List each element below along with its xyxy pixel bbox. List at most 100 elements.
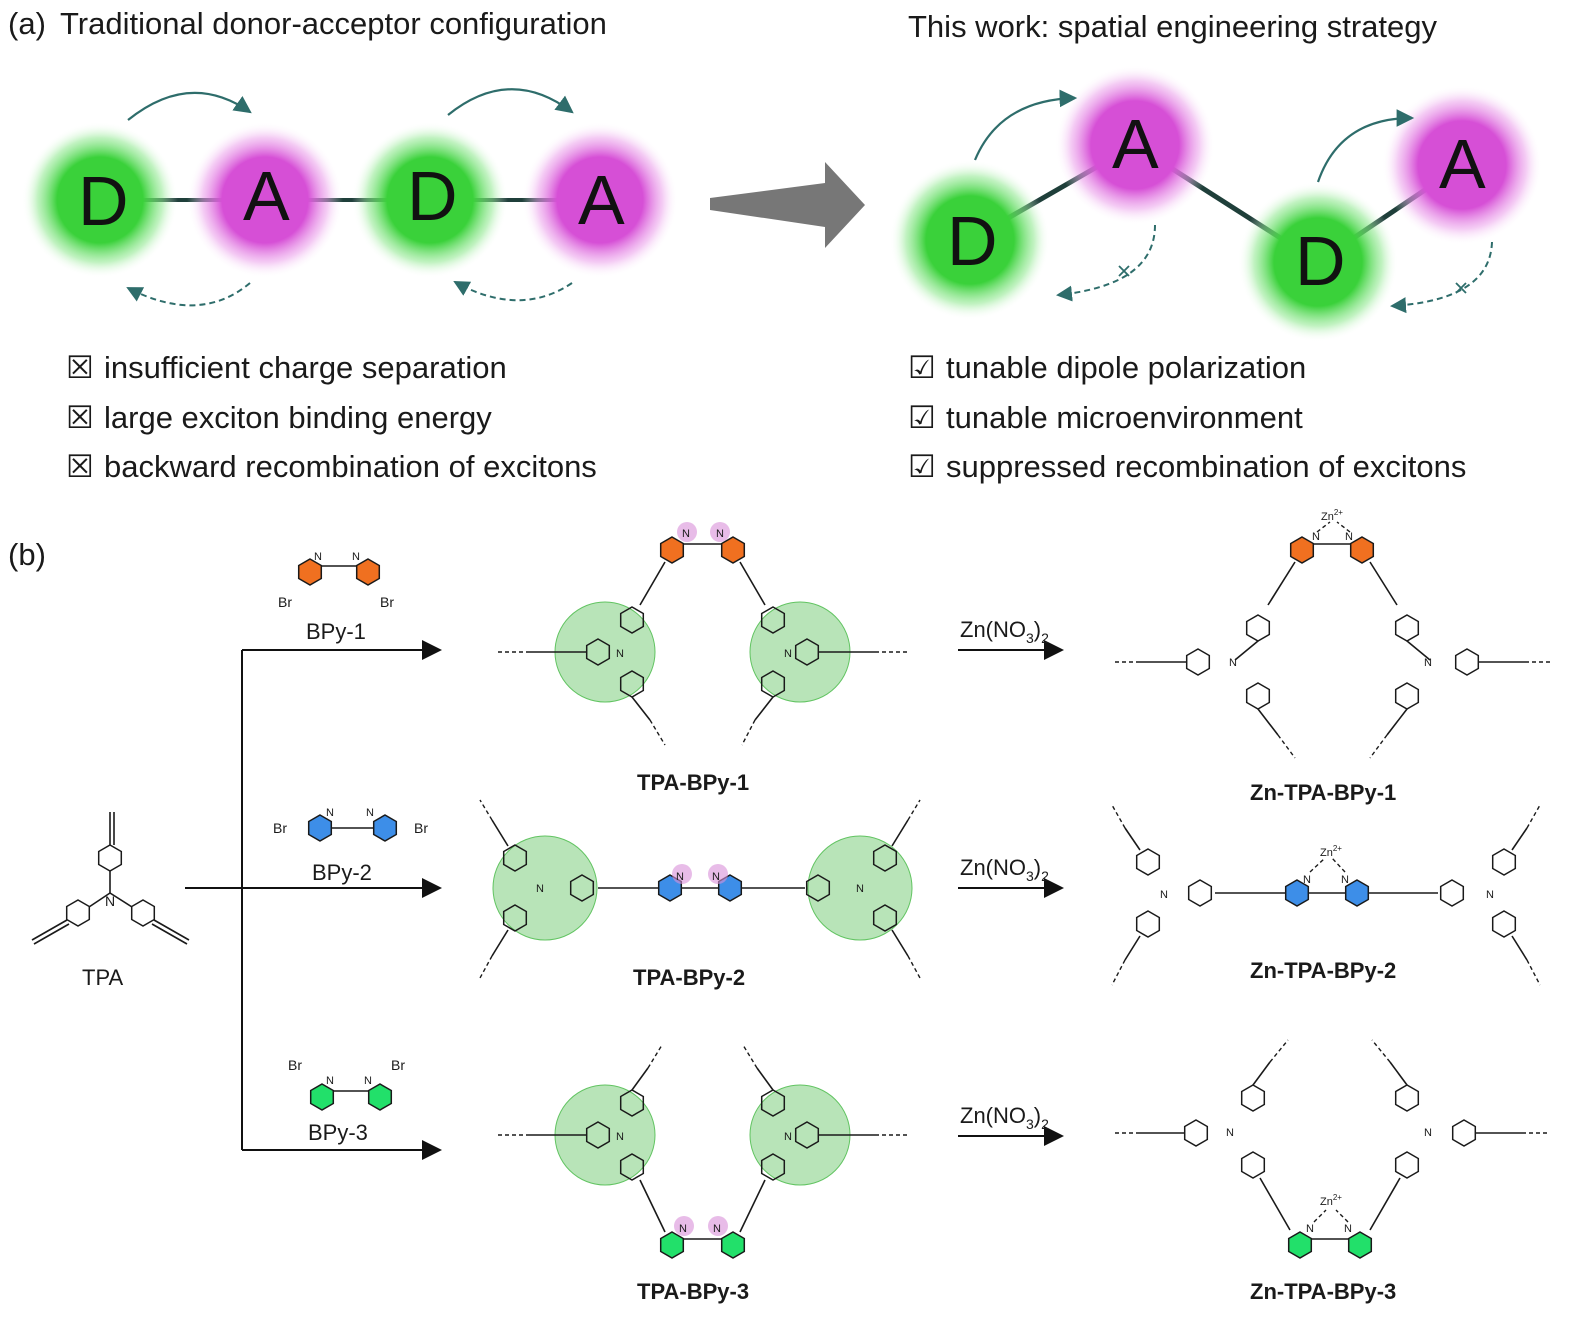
check-box-icon: ☑ — [908, 350, 936, 385]
back-transfer-arrow — [453, 281, 573, 302]
atom-n: N — [352, 551, 360, 563]
charge-transfer-arrow — [447, 88, 574, 116]
cons-list: ☒ insufficient charge separation ☒ large… — [66, 350, 597, 484]
zn-ion: Zn2+ — [1321, 508, 1343, 523]
block-cross-icon — [1118, 265, 1130, 277]
zn-reagent-label: Zn(NO3)2 — [960, 1103, 1049, 1132]
tpa-label: TPA — [82, 965, 123, 990]
atom-n: N — [326, 1075, 334, 1087]
acceptor-sphere — [522, 122, 678, 278]
atom-n: N — [716, 528, 724, 540]
atom-n: N — [366, 807, 374, 819]
atom-n: N — [713, 1223, 721, 1235]
cross-box-icon: ☒ — [66, 350, 94, 385]
acceptor-sphere — [1382, 85, 1542, 245]
donor-letter: D — [1295, 222, 1346, 300]
zn-tpa-bpy-3-label: Zn-TPA-BPy-3 — [1250, 1279, 1396, 1304]
atom-n: N — [536, 883, 544, 895]
blocked-back-transfer-arrow — [1056, 224, 1156, 302]
pros-item: suppressed recombination of excitons — [946, 449, 1466, 484]
panel-a-left-title: Traditional donor-acceptor configuration — [60, 6, 607, 41]
atom-br: Br — [273, 820, 287, 836]
atom-n: N — [105, 893, 115, 909]
atom-n: N — [1229, 657, 1237, 669]
acceptor-letter: A — [578, 161, 625, 239]
tpa-bpy-2-label: TPA-BPy-2 — [633, 965, 745, 990]
cons-item: insufficient charge separation — [104, 350, 507, 385]
zn-reagent-arrow-3: Zn(NO3)2 — [958, 1103, 1064, 1146]
atom-n: N — [314, 551, 322, 563]
check-box-icon: ☑ — [908, 449, 936, 484]
cross-box-icon: ☒ — [66, 400, 94, 435]
pros-list: ☑ tunable dipole polarization ☑ tunable … — [908, 350, 1466, 484]
zn-reagent-label: Zn(NO3)2 — [960, 855, 1049, 884]
block-cross-icon — [1455, 282, 1467, 294]
tpa-bpy-1-label: TPA-BPy-1 — [637, 770, 749, 795]
atom-br: Br — [391, 1057, 405, 1073]
bpy-3-label: BPy-3 — [308, 1120, 368, 1145]
zn-tpa-bpy-1-label: Zn-TPA-BPy-1 — [1250, 780, 1396, 805]
atom-n: N — [1424, 1127, 1432, 1139]
acceptor-letter: A — [1112, 105, 1159, 183]
cons-item: large exciton binding energy — [104, 400, 492, 435]
reaction-branch-arrows — [185, 640, 442, 1160]
atom-n: N — [1303, 874, 1311, 886]
atom-n: N — [1486, 889, 1494, 901]
blocked-back-transfer-arrow — [1390, 241, 1493, 314]
atom-n: N — [1344, 1223, 1352, 1235]
zn-tpa-bpy-2-label: Zn-TPA-BPy-2 — [1250, 958, 1396, 983]
atom-br: Br — [288, 1057, 302, 1073]
atom-n: N — [616, 648, 624, 660]
atom-n: N — [856, 883, 864, 895]
bpy-2-linker: N N Br Br BPy-2 — [273, 807, 428, 885]
atom-n: N — [784, 648, 792, 660]
donor-sphere — [1238, 182, 1398, 342]
atom-n: N — [1312, 531, 1320, 543]
charge-transfer-arrow — [973, 89, 1078, 161]
zn-ion: Zn2+ — [1320, 1193, 1342, 1208]
panel-b-label: (b) — [8, 537, 46, 572]
donor-sphere — [890, 160, 1050, 320]
charge-transfer-arrow — [1316, 109, 1415, 183]
donor-sphere — [352, 122, 508, 278]
spatial-da-chain: D A D A — [890, 65, 1542, 342]
donor-sphere — [22, 122, 178, 278]
cross-box-icon: ☒ — [66, 449, 94, 484]
tpa-bpy-1-structure: N N N N TPA-BPy-1 — [495, 522, 910, 795]
atom-n: N — [616, 1131, 624, 1143]
atom-n: N — [676, 871, 684, 883]
atom-n: N — [1306, 1223, 1314, 1235]
zn-reagent-label: Zn(NO3)2 — [960, 617, 1049, 646]
bpy-2-label: BPy-2 — [312, 860, 372, 885]
atom-n: N — [679, 1223, 687, 1235]
atom-n: N — [1345, 531, 1353, 543]
zn-ion: Zn2+ — [1320, 844, 1342, 859]
atom-br: Br — [278, 594, 292, 610]
tpa-monomer: N TPA — [31, 812, 190, 990]
atom-n: N — [712, 871, 720, 883]
panel-a-right-title: This work: spatial engineering strategy — [908, 9, 1437, 44]
donor-letter: D — [407, 157, 458, 235]
acceptor-letter: A — [1439, 125, 1486, 203]
bpy-3-linker: N N Br Br BPy-3 — [288, 1057, 405, 1145]
acceptor-letter: A — [243, 157, 290, 235]
linear-da-chain: D A D A — [22, 88, 678, 307]
transition-arrow — [710, 162, 865, 248]
charge-transfer-arrow — [127, 91, 252, 121]
atom-n: N — [784, 1131, 792, 1143]
donor-letter: D — [78, 162, 129, 240]
check-box-icon: ☑ — [908, 400, 936, 435]
atom-br: Br — [380, 594, 394, 610]
zn-tpa-bpy-1-structure: N N Zn2+ N N Zn-TPA-BPy-1 — [1115, 508, 1550, 805]
donor-letter: D — [947, 202, 998, 280]
tpa-bpy-3-structure: N N N N TPA-BPy-3 — [495, 1044, 910, 1304]
tpa-bpy-2-structure: N N N N TPA-BPy-2 — [479, 799, 921, 990]
atom-n: N — [364, 1075, 372, 1087]
pros-item: tunable dipole polarization — [946, 350, 1306, 385]
bpy-1-label: BPy-1 — [306, 619, 366, 644]
zn-tpa-bpy-3-structure: N N N N Zn2+ Zn-TPA-BPy-3 — [1115, 1039, 1548, 1304]
panel-a-label: (a) — [8, 6, 46, 41]
atom-n: N — [1341, 874, 1349, 886]
atom-br: Br — [414, 820, 428, 836]
